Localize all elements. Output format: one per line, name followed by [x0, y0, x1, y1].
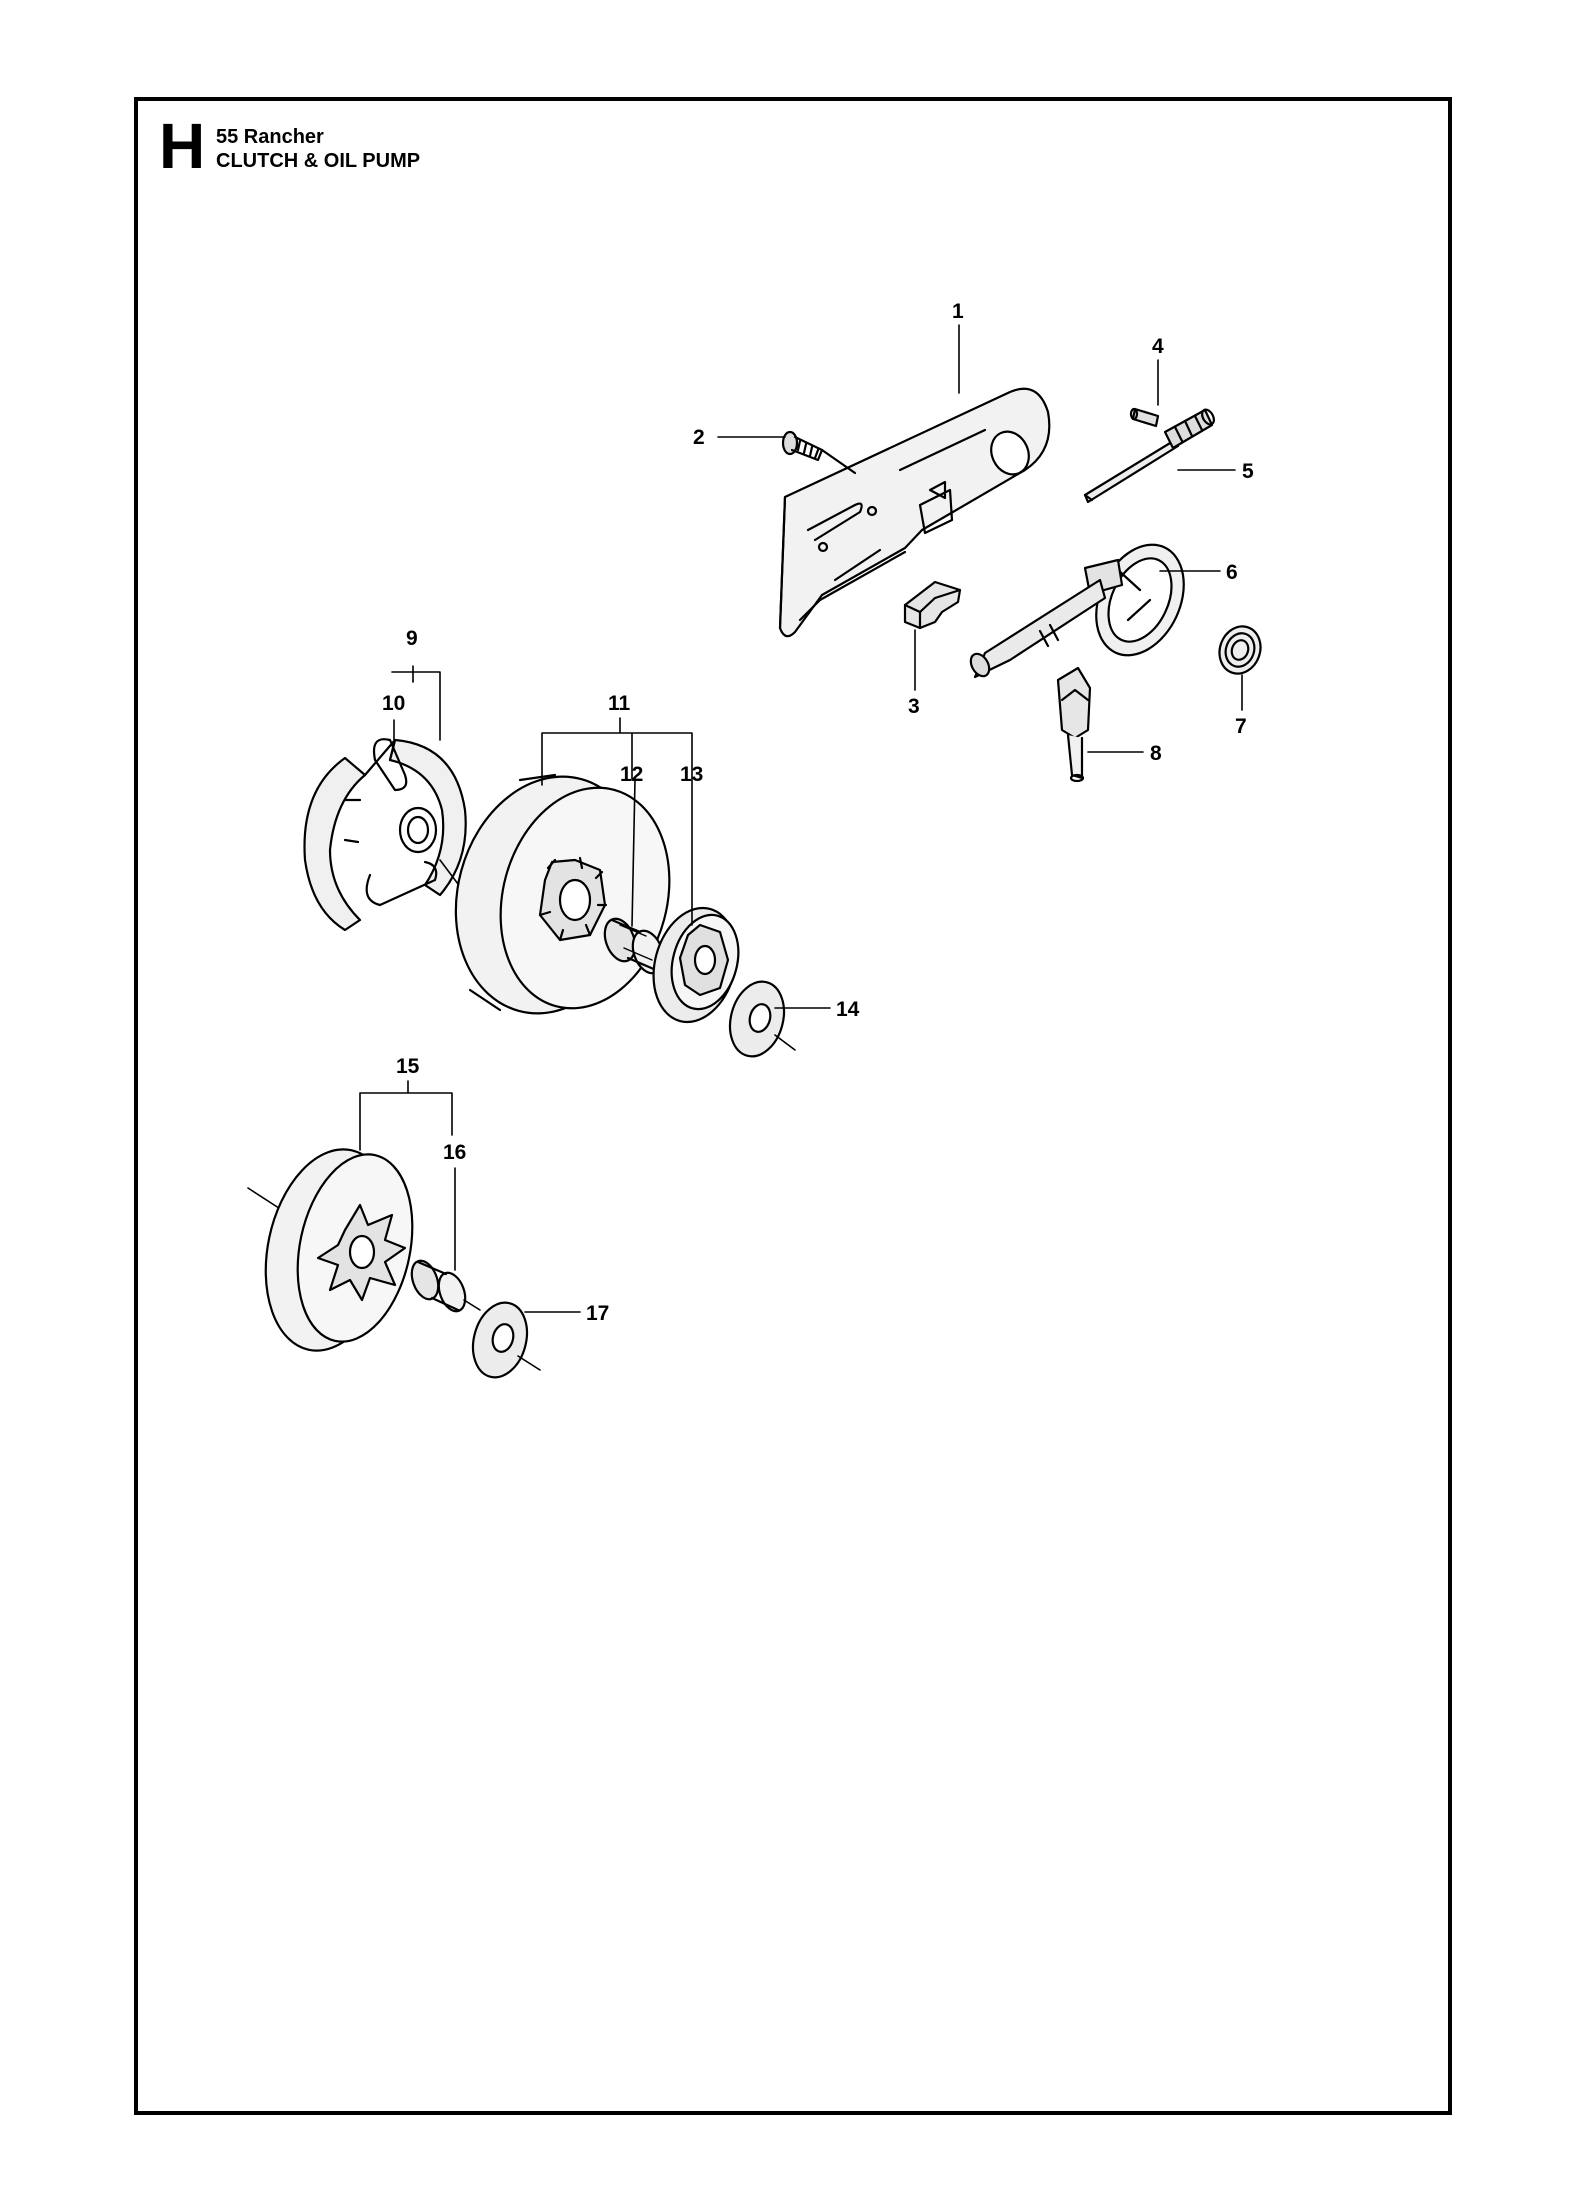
- section-letter: H: [159, 110, 206, 182]
- callout-4: 4: [1152, 335, 1164, 358]
- part-drive-shaft: [1083, 408, 1215, 504]
- part-wedge: [903, 580, 962, 630]
- callout-2: 2: [693, 426, 705, 449]
- callout-3: 3: [908, 695, 920, 718]
- part-plunger: [1056, 666, 1092, 783]
- callout-10: 10: [382, 692, 405, 715]
- part-rim-sprocket: [652, 906, 740, 1024]
- callout-12: 12: [620, 763, 643, 786]
- callout-11: 11: [608, 692, 631, 715]
- callout-8: 8: [1150, 742, 1162, 765]
- callout-15: 15: [396, 1055, 420, 1078]
- section-title: CLUTCH & OIL PUMP: [216, 150, 421, 172]
- part-needle-bearing-16: [410, 1259, 481, 1313]
- callout-13: 13: [680, 763, 703, 786]
- callout-labels: 1 2 3 4 5 6 7 8 9 10 11 12 13 14 15 16 1…: [382, 300, 1254, 1325]
- callout-14: 14: [836, 998, 860, 1021]
- callout-17: 17: [586, 1302, 609, 1325]
- callout-7: 7: [1235, 715, 1247, 738]
- part-washer-14: [728, 980, 796, 1058]
- page-frame: [134, 97, 1452, 2115]
- part-washer-17: [471, 1301, 541, 1379]
- part-clutch-drum: [454, 773, 671, 1015]
- part-clutch-shoes: [303, 738, 471, 932]
- callout-16: 16: [443, 1141, 466, 1164]
- callout-6: 6: [1226, 561, 1238, 584]
- part-spring: [1218, 625, 1262, 675]
- part-oil-pump: [969, 543, 1185, 679]
- callout-5: 5: [1242, 460, 1254, 483]
- part-pin: [1129, 407, 1160, 428]
- callout-9: 9: [406, 627, 418, 650]
- model-name: 55 Rancher: [216, 126, 324, 148]
- part-bar-guide-plate: [778, 387, 1051, 638]
- part-needle-bearing: [603, 917, 665, 975]
- leader-lines: [359, 324, 1243, 1313]
- part-screw: [781, 430, 857, 475]
- callout-1: 1: [952, 300, 964, 323]
- part-spur-sprocket-drum: [247, 1148, 414, 1352]
